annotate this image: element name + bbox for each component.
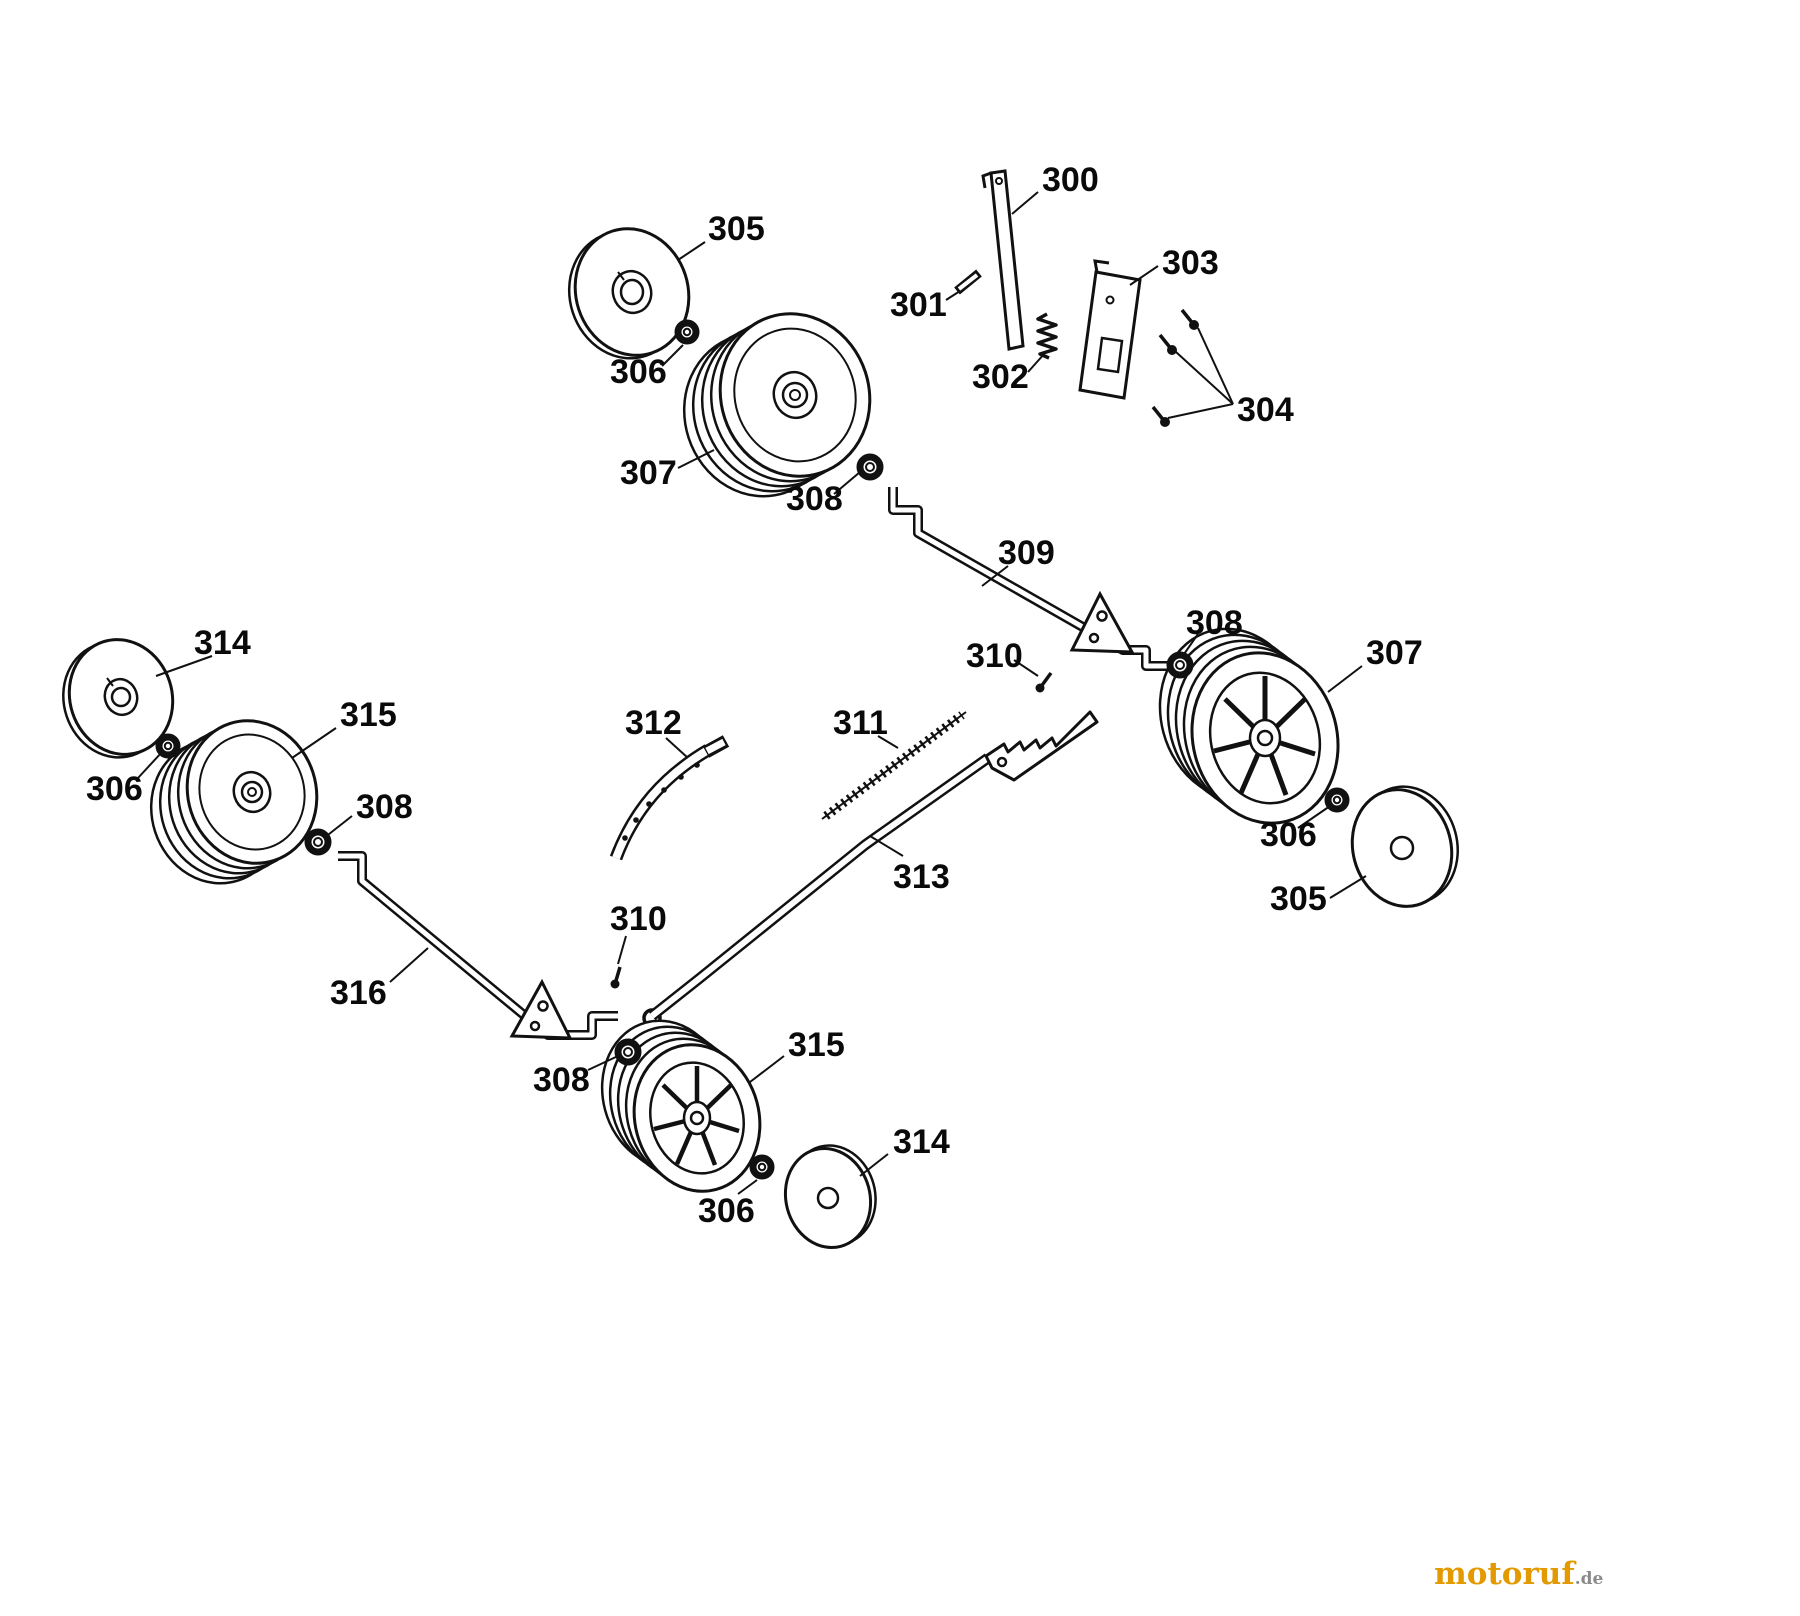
watermark-logo: motoruf.de	[1434, 1556, 1603, 1592]
part-312-curved-rack	[609, 735, 730, 861]
leader-lines	[137, 191, 1367, 1195]
part-label-310-right: 310	[966, 637, 1023, 675]
part-308-bearing-top	[856, 453, 884, 481]
part-label-308-bottom: 308	[533, 1061, 590, 1099]
part-label-316: 316	[330, 974, 387, 1012]
part-304-screws	[1151, 308, 1199, 427]
part-313-lever-arm	[642, 710, 1099, 1028]
part-label-314-left: 314	[194, 624, 251, 662]
part-315-wheel-left	[149, 719, 319, 885]
watermark-brand: motoruf	[1434, 1556, 1575, 1592]
part-label-308-right: 308	[1186, 604, 1243, 642]
part-label-312: 312	[625, 704, 682, 742]
part-306-nut-bottom	[749, 1154, 775, 1180]
part-label-307-top: 307	[620, 454, 677, 492]
part-label-308-top: 308	[786, 480, 843, 518]
part-label-302: 302	[972, 358, 1029, 396]
part-label-315-bottom: 315	[788, 1026, 845, 1064]
part-302-spring	[1036, 312, 1058, 360]
part-306-nut-top	[674, 319, 700, 345]
part-label-300: 300	[1042, 161, 1099, 199]
part-306-nut-left	[155, 733, 181, 759]
part-309-axle	[888, 487, 1174, 671]
part-label-306-bottom: 306	[698, 1192, 755, 1230]
part-300-handle-bar	[981, 169, 1025, 351]
part-307-wheel-right	[1158, 627, 1340, 825]
part-label-301: 301	[890, 286, 947, 324]
part-label-306-right: 306	[1260, 816, 1317, 854]
part-label-303: 303	[1162, 244, 1219, 282]
part-label-308-left: 308	[356, 788, 413, 826]
part-308-bearing-bottom	[614, 1038, 642, 1066]
part-label-311: 311	[833, 704, 888, 742]
part-label-313: 313	[893, 858, 950, 896]
part-label-305-right: 305	[1270, 880, 1327, 918]
watermark-tld: .de	[1574, 1569, 1604, 1589]
part-305-hubcap-top	[567, 227, 691, 360]
part-315-wheel-bottom	[600, 1019, 762, 1193]
part-307-wheel-top	[682, 312, 872, 498]
part-311-threaded-rod	[821, 711, 967, 820]
part-label-309: 309	[998, 534, 1055, 572]
part-label-306-left: 306	[86, 770, 143, 808]
part-303-bracket-plate	[1078, 259, 1142, 400]
part-301-pin	[954, 269, 982, 295]
part-label-304: 304	[1237, 391, 1294, 429]
part-label-314-bottom: 314	[893, 1123, 950, 1161]
part-314-hubcap-left	[62, 638, 175, 759]
part-306-nut-right	[1324, 787, 1350, 813]
part-314-hubcap-bottom	[783, 1144, 877, 1250]
part-label-307-right: 307	[1366, 634, 1423, 672]
part-316-axle	[338, 851, 618, 1040]
part-310-bolt-bottom	[610, 966, 622, 989]
part-label-305-top: 305	[708, 210, 765, 248]
part-305-hubcap-right	[1350, 785, 1459, 908]
part-310-bolt-right	[1035, 671, 1053, 693]
part-label-310-bottom: 310	[610, 900, 667, 938]
part-308-bearing-right	[1166, 651, 1194, 679]
part-308-bearing-left	[304, 828, 332, 856]
part-label-306-top: 306	[610, 353, 667, 391]
part-label-315-left: 315	[340, 696, 397, 734]
